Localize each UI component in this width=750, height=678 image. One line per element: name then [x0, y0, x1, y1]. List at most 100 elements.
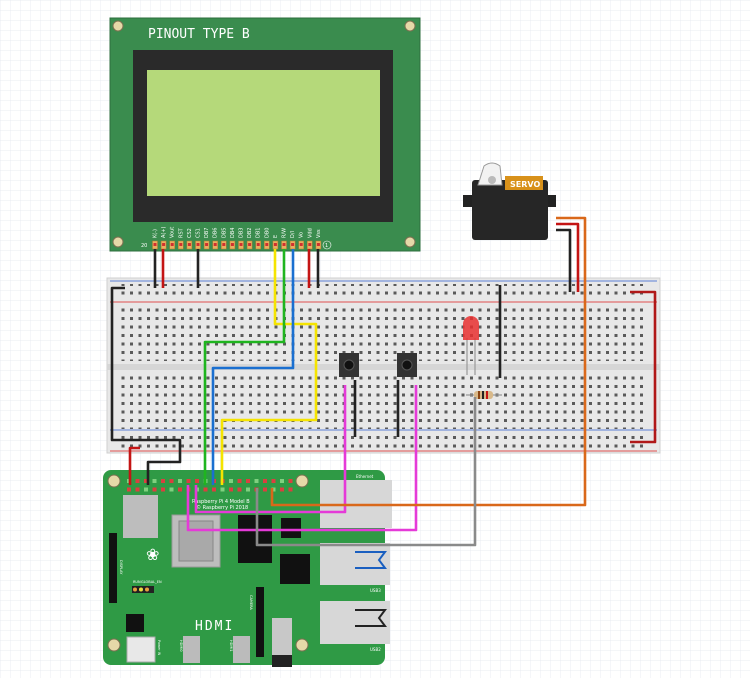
- servo-motor: SERVO: [463, 162, 556, 240]
- lcd-pin-pad: [299, 243, 303, 246]
- usb3-label: USB3: [370, 588, 381, 593]
- servo-tab: [546, 195, 556, 207]
- gpio-pin: [237, 487, 242, 492]
- gpio-pin: [288, 479, 293, 483]
- lcd-pin-pad: [282, 243, 286, 246]
- lcd-pin-label: A(+): [161, 226, 167, 238]
- lcd-di-wire[interactable]: [211, 249, 295, 485]
- button1-wire[interactable]: [194, 385, 347, 514]
- gpio-pin: [288, 487, 293, 492]
- gpio-pin: [203, 487, 208, 492]
- lcd-pin-pad: [291, 243, 295, 246]
- resistor-band: [486, 391, 488, 399]
- resistor-band: [478, 391, 480, 399]
- gpio-pin: [254, 479, 259, 483]
- camera-connector: [256, 587, 264, 657]
- lcd-pin-label: K(-): [153, 229, 159, 238]
- button-cap[interactable]: [343, 359, 355, 371]
- gpio-pin: [263, 487, 267, 492]
- lcd-pin-pad: [153, 243, 157, 246]
- lcd-pin-pad: [213, 243, 217, 246]
- led: [133, 587, 137, 592]
- gpio-pin: [246, 479, 250, 483]
- power-usbc-port: [126, 636, 156, 663]
- mount-hole: [295, 474, 309, 488]
- lcd-pin-pad: [248, 243, 252, 246]
- gpio-pin: [169, 479, 174, 483]
- servo-horn: [477, 162, 503, 186]
- power-wire[interactable]: [128, 446, 140, 485]
- ground-wire[interactable]: [110, 286, 182, 485]
- global-en-label: GLOBAL_EN: [141, 580, 162, 584]
- mount-hole: [112, 236, 124, 248]
- gpio-pin: [186, 479, 191, 483]
- lcd-screen: [147, 70, 380, 196]
- led-bulb: [463, 316, 479, 340]
- gpio-pin: [271, 479, 276, 483]
- lcd-rw-wire[interactable]: [203, 249, 286, 485]
- lcd-pin-pad: [179, 243, 183, 246]
- servo-signal-wire[interactable]: [270, 216, 587, 507]
- gpio-pin: [161, 479, 165, 483]
- audio-jack-plug: [272, 655, 292, 667]
- mount-hole: [404, 20, 416, 32]
- lcd-pin-pad: [187, 243, 191, 246]
- display-connector: [109, 533, 117, 603]
- lcd-pin-label: D/I: [290, 231, 296, 238]
- hdmi-label: HDMI: [195, 619, 234, 634]
- rail-bridge-wire[interactable]: [630, 290, 657, 444]
- lcd-pin-label: Vo: [299, 232, 305, 238]
- chip: [281, 518, 301, 538]
- usb2-port: [320, 601, 390, 644]
- mount-hole: [112, 20, 124, 32]
- gpio-pin: [246, 487, 250, 492]
- lcd-pin-pad: [196, 243, 200, 246]
- lcd-pin-label: DB2: [247, 228, 253, 238]
- breadboard: [106, 277, 661, 454]
- resistor-band: [482, 391, 484, 399]
- chip: [123, 495, 158, 538]
- usb2-label: USB2: [370, 647, 381, 652]
- bottom-power-rail-holes: [118, 433, 648, 448]
- gpio-pin: [152, 479, 157, 483]
- display-label: DISPLAY: [119, 560, 123, 575]
- resistor: [466, 391, 502, 399]
- button2-wire[interactable]: [186, 385, 418, 532]
- button-cap[interactable]: [401, 359, 413, 371]
- servo-label-plate: [505, 176, 543, 190]
- pin-1-marker: [322, 240, 332, 250]
- servo-ground-wire[interactable]: [556, 228, 572, 292]
- lcd-pin-label: Vdd: [307, 228, 313, 238]
- lcd-pin-label: E: [273, 235, 279, 238]
- mount-hole: [107, 474, 121, 488]
- resistor-wire[interactable]: [255, 397, 477, 547]
- pin-20-label: 20: [141, 243, 147, 249]
- servo-label: SERVO: [510, 180, 540, 189]
- lcd-pin-pad: [316, 243, 320, 246]
- servo-tab: [463, 195, 473, 207]
- lcd-e-wire[interactable]: [220, 249, 318, 485]
- camera-label: CAMERA: [249, 595, 253, 610]
- lcd-pin-label: DB6: [213, 228, 219, 238]
- gpio-pin: [229, 487, 233, 492]
- lcd-pin-label: DB4: [230, 228, 236, 238]
- usb2-icon: [355, 609, 387, 627]
- lcd-title: PINOUT TYPE B: [148, 27, 250, 42]
- upper-terminal-holes: [118, 305, 648, 361]
- lcd-pin-label: DB7: [204, 228, 210, 238]
- lcd-pin-label: R/W: [282, 228, 288, 238]
- servo-body: [472, 180, 548, 240]
- push-button[interactable]: [339, 353, 359, 377]
- pi-model-label: Raspberry Pi 4 Model B: [192, 499, 250, 505]
- push-button[interactable]: [397, 353, 417, 377]
- lcd-pin-pad: [162, 243, 166, 246]
- center-channel: [107, 364, 660, 370]
- power-label: Power IN: [157, 640, 161, 656]
- hdmi0-label: HDMI0: [179, 640, 183, 652]
- ethernet-label: Ethernet: [356, 474, 374, 479]
- gpio-pin: [178, 479, 182, 483]
- servo-power-wire[interactable]: [556, 222, 580, 292]
- lcd-pin-pad: [273, 243, 277, 246]
